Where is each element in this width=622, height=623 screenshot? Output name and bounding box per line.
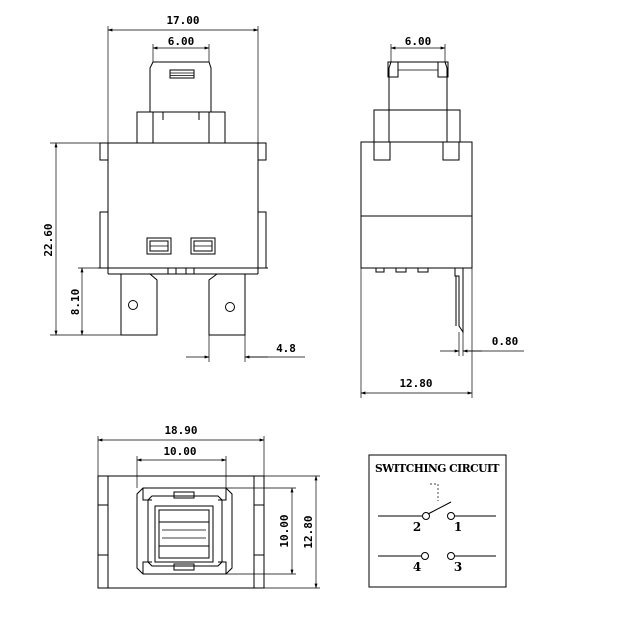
bottom-dim-height-inner: 10.00: [278, 514, 291, 547]
bottom-dim-width-total: 18.90: [164, 424, 197, 437]
circuit-pin-1: 1: [454, 520, 462, 534]
circuit-pin-3: 3: [454, 560, 462, 574]
bottom-view: 18.90 10.00 10.00 12.80: [97, 424, 320, 589]
switching-circuit: SWITCHING CIRCUIT 2 1 4 3: [368, 454, 507, 588]
side-dim-terminal-thickness: 0.80: [492, 335, 519, 348]
circuit-pin-4: 4: [413, 560, 421, 574]
circuit-pin-2: 2: [413, 520, 421, 534]
front-dim-terminal-width: 4.8: [276, 342, 296, 355]
side-dim-body-width: 12.80: [399, 377, 432, 390]
front-view: 17.00 6.00 22.60 8.10 4.8: [42, 14, 305, 362]
side-dim-actuator-width: 6.00: [405, 35, 432, 48]
front-dim-width-actuator: 6.00: [168, 35, 195, 48]
front-dim-height-total: 22.60: [42, 223, 55, 256]
side-view: 6.00 0.80 12.80: [360, 35, 524, 398]
bottom-dim-height-total: 12.80: [302, 515, 315, 548]
circuit-title: SWITCHING CIRCUIT: [375, 462, 500, 475]
front-dim-terminal-length: 8.10: [69, 289, 82, 316]
front-dim-width-total: 17.00: [166, 14, 199, 27]
bottom-dim-width-inner: 10.00: [163, 445, 196, 458]
